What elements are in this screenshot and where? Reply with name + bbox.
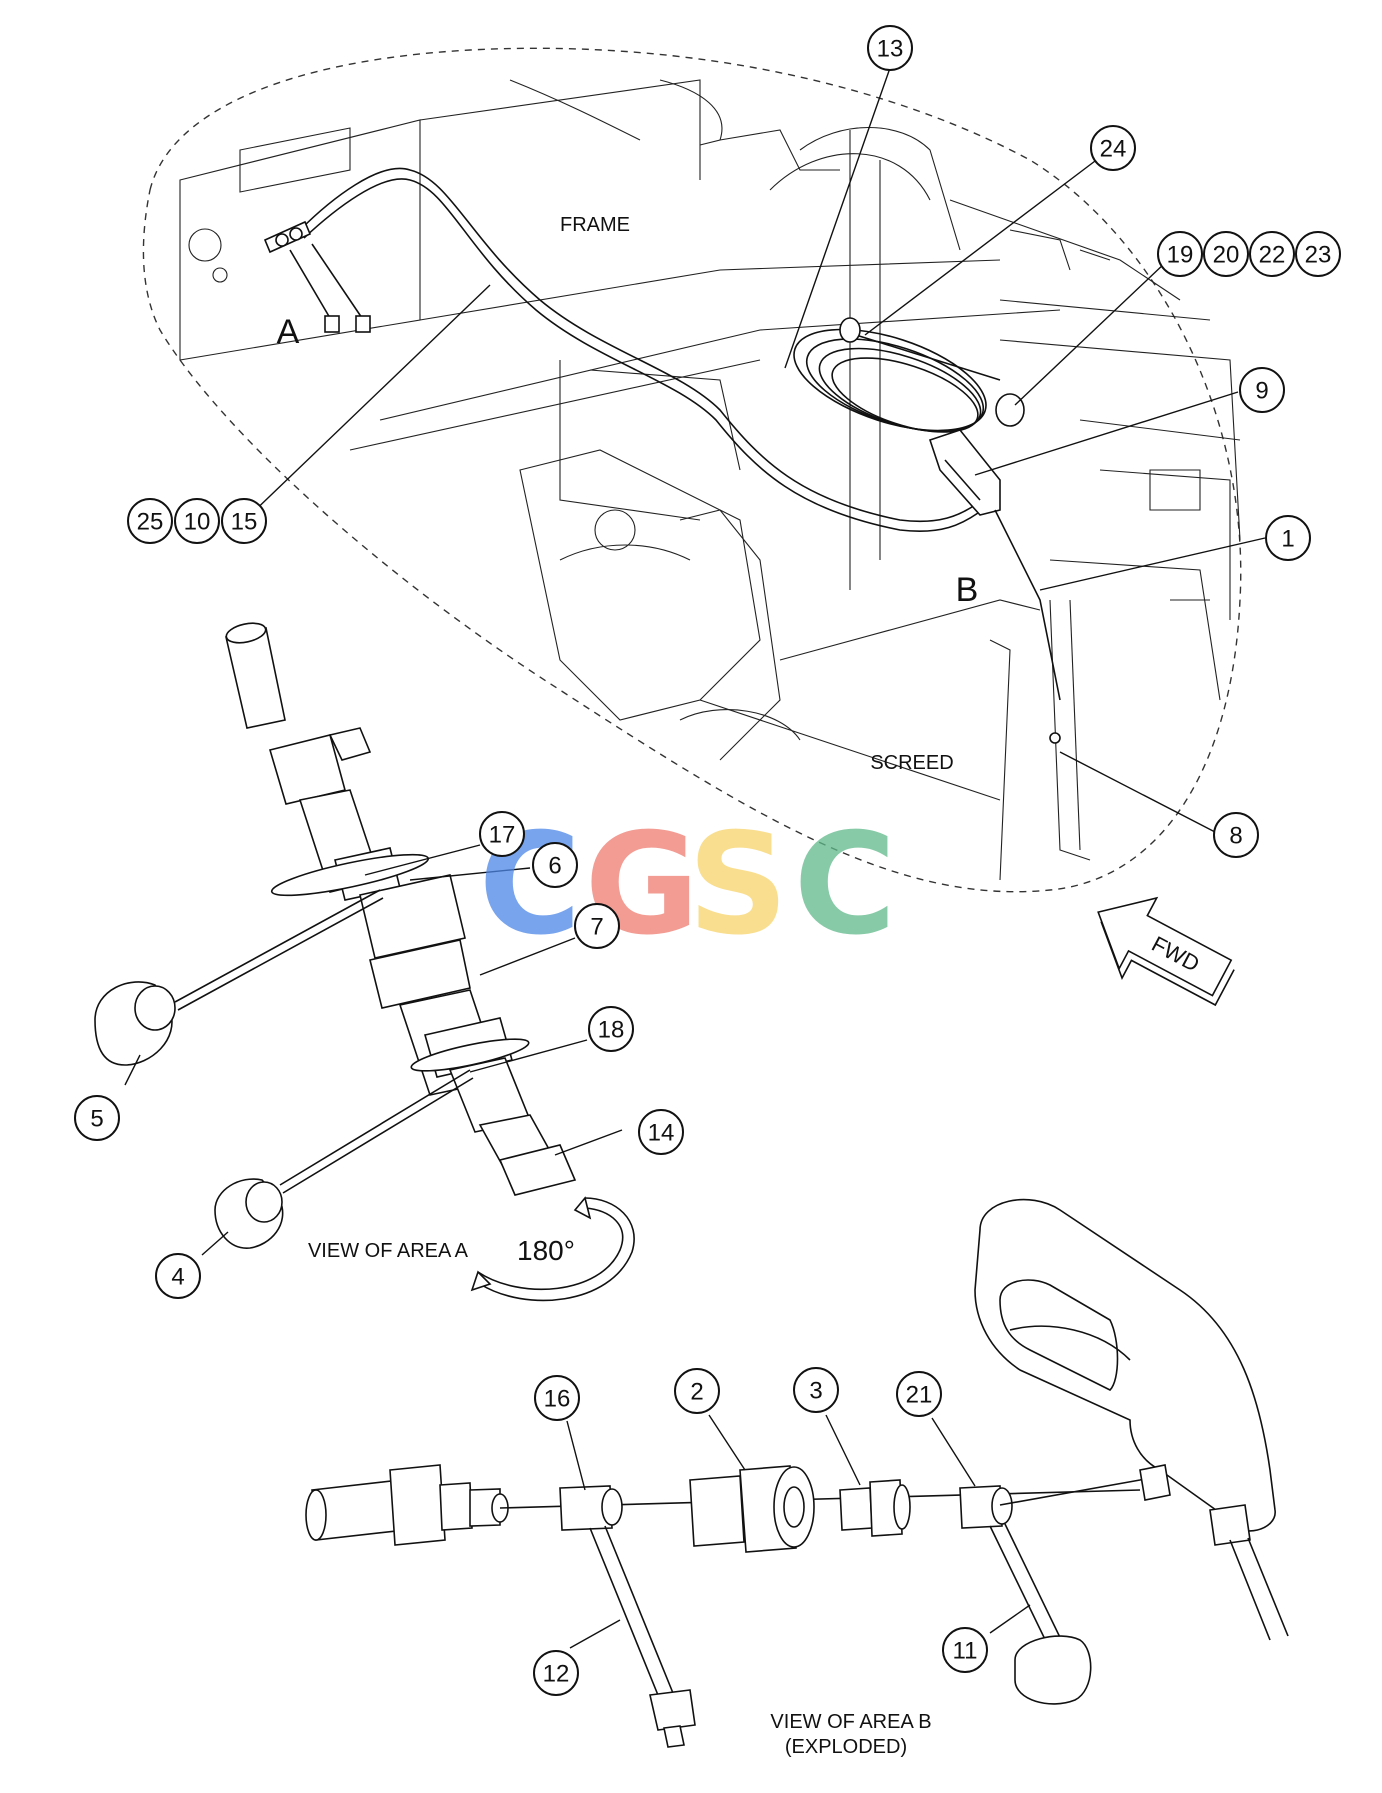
svg-text:2: 2	[690, 1379, 703, 1406]
svg-text:13: 13	[877, 36, 904, 63]
area-b-detail: VIEW OF AREA B (EXPLODED)	[305, 1198, 1289, 1758]
area-a-detail: VIEW OF AREA A 180°	[94, 622, 635, 1302]
callout-12: 12	[533, 1650, 579, 1696]
svg-text:4: 4	[171, 1264, 184, 1291]
svg-text:7: 7	[590, 914, 603, 941]
overview-view: FRAME SCREED A B FWD	[142, 47, 1242, 1007]
rotation-arrow	[477, 1207, 624, 1291]
callout-22: 22	[1249, 231, 1295, 277]
callout-10: 10	[174, 498, 220, 544]
callout-13: 13	[867, 25, 913, 71]
callout-17: 17	[479, 811, 525, 857]
spray-gun-mounted	[928, 429, 1061, 744]
overview-boundary	[142, 47, 1242, 893]
callout-4: 4	[155, 1253, 201, 1299]
callout-18: 18	[588, 1006, 634, 1052]
callout-21: 21	[896, 1371, 942, 1417]
svg-text:12: 12	[543, 1661, 570, 1688]
callout-15: 15	[221, 498, 267, 544]
callout-23: 23	[1295, 231, 1341, 277]
rotation-label: 180°	[517, 1235, 575, 1266]
callout-3: 3	[793, 1367, 839, 1413]
svg-text:17: 17	[489, 822, 516, 849]
callout-14: 14	[638, 1109, 684, 1155]
area-a-label: A	[277, 313, 300, 351]
view-a-label: VIEW OF AREA A	[308, 1240, 469, 1262]
frame-structure	[179, 79, 1241, 881]
callout-8: 8	[1213, 812, 1259, 858]
frame-label: FRAME	[560, 214, 630, 236]
svg-text:20: 20	[1213, 242, 1240, 269]
callout-25: 25	[127, 498, 173, 544]
fwd-arrow: FWD	[1097, 896, 1235, 1007]
cgsc-watermark: C G S C	[479, 804, 897, 967]
svg-text:15: 15	[231, 509, 258, 536]
watermark-letter-4: C	[794, 804, 897, 967]
view-b-label-2: (EXPLODED)	[785, 1736, 907, 1758]
callout-7: 7	[574, 903, 620, 949]
svg-text:21: 21	[906, 1382, 933, 1409]
callout-20: 20	[1203, 231, 1249, 277]
leader-lines	[124, 67, 1266, 1649]
svg-text:11: 11	[953, 1638, 978, 1665]
svg-text:18: 18	[598, 1017, 625, 1044]
watermark-letter-3: S	[688, 804, 789, 967]
callout-1: 1	[1265, 515, 1311, 561]
svg-text:10: 10	[184, 509, 211, 536]
callout-5: 5	[74, 1095, 120, 1141]
svg-text:22: 22	[1259, 242, 1286, 269]
callout-2: 2	[674, 1368, 720, 1414]
callout-6: 6	[532, 842, 578, 888]
spray-gun	[974, 1198, 1276, 1532]
svg-text:24: 24	[1100, 136, 1127, 163]
svg-text:5: 5	[90, 1106, 103, 1133]
svg-text:19: 19	[1167, 242, 1194, 269]
area-a-fittings	[263, 220, 371, 333]
callout-9: 9	[1239, 367, 1285, 413]
callout-19: 19	[1157, 231, 1203, 277]
screed-label: SCREED	[870, 752, 953, 774]
svg-text:9: 9	[1255, 378, 1268, 405]
view-b-label-1: VIEW OF AREA B	[770, 1711, 931, 1733]
svg-text:8: 8	[1229, 823, 1242, 850]
callout-24: 24	[1090, 125, 1136, 171]
svg-text:3: 3	[809, 1378, 822, 1405]
svg-text:1: 1	[1281, 526, 1294, 553]
svg-text:23: 23	[1305, 242, 1332, 269]
area-b-label: B	[956, 571, 979, 609]
callouts: 13 24 19 20 22 23 9 1 8 25 10 15 17 6 7 …	[74, 25, 1341, 1696]
hose-coil	[793, 317, 1025, 433]
callout-16: 16	[534, 1375, 580, 1421]
callout-11: 11	[942, 1627, 988, 1673]
svg-text:14: 14	[648, 1120, 675, 1147]
svg-text:16: 16	[544, 1386, 571, 1413]
svg-text:6: 6	[548, 853, 561, 880]
hose-main	[299, 167, 976, 523]
svg-text:25: 25	[137, 509, 164, 536]
